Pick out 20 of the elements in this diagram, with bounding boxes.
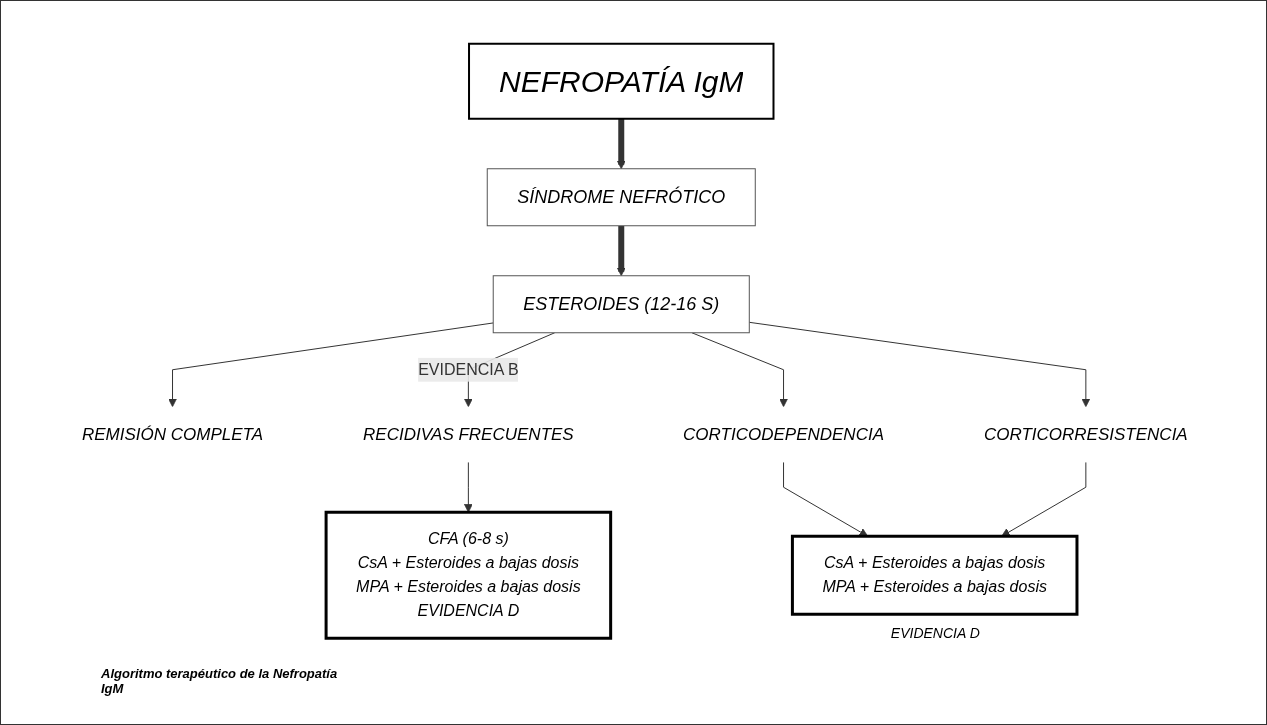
arrow [748, 321, 1090, 408]
node-text: CORTICORRESISTENCIA [983, 424, 1188, 444]
node-box: NEFROPATÍA IgM [467, 42, 775, 120]
caption: Algoritmo terapéutico de la Nefropatía IgM [101, 666, 339, 696]
node-text: REMISIÓN COMPLETA [81, 424, 263, 444]
arrow [616, 118, 626, 170]
arrow [616, 225, 626, 277]
arrow [167, 322, 494, 408]
arrow [782, 461, 868, 537]
arrow [463, 461, 473, 513]
node-box: SÍNDROME NEFRÓTICO [486, 168, 756, 227]
edge-label: EVIDENCIA B [417, 360, 519, 378]
node-box: ESTEROIDES (12-16 S) [492, 275, 750, 334]
node-box: CFA (6-8 s) CsA + Esteroides a bajas dosis MPA + Esteroides a bajas dosis EVIDENCIA D [324, 510, 612, 640]
evidence-note: EVIDENCIA D [890, 625, 980, 642]
arrow [1000, 461, 1086, 537]
node-box: CsA + Esteroides a bajas dosis MPA + Esteroides a bajas dosis [790, 534, 1079, 616]
arrow [691, 332, 788, 408]
node-text: CORTICODEPENDENCIA [682, 424, 884, 444]
node-text: RECIDIVAS FRECUENTES [362, 424, 574, 444]
